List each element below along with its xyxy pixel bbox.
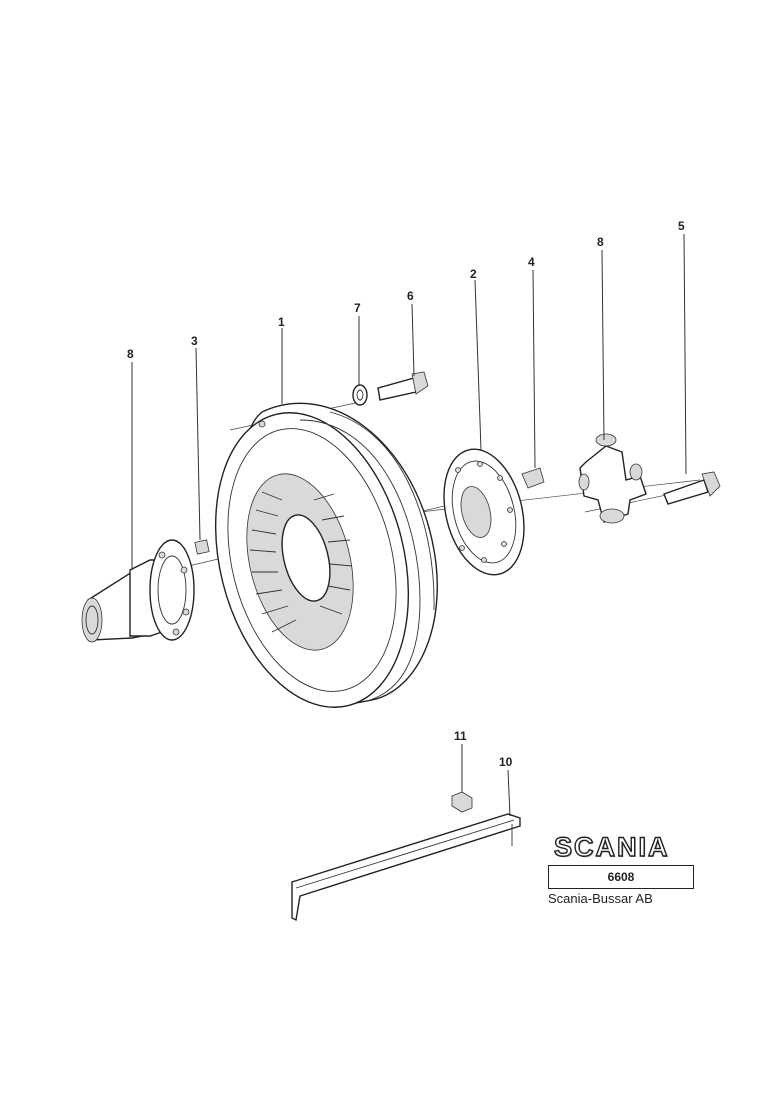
universal-joint-cross-part [578, 433, 647, 524]
document-number: 6608 [548, 865, 694, 889]
bolt-part-6 [377, 371, 429, 401]
callout-11: 11 [454, 729, 467, 743]
callout-5: 5 [678, 219, 685, 233]
bolt-part-4 [521, 467, 545, 489]
nut-part [451, 791, 473, 813]
callout-3: 3 [191, 334, 198, 348]
company-name: Scania-Bussar AB [548, 891, 653, 906]
coupling-wheel-part [214, 402, 438, 708]
callout-4: 4 [528, 255, 535, 269]
pin-part [194, 539, 210, 555]
callout-6: 6 [407, 289, 414, 303]
callout-1: 1 [278, 315, 285, 329]
title-block: SCANIA 6608 Scania-Bussar AB [548, 831, 698, 906]
bolt-part-5 [663, 471, 721, 505]
callout-10: 10 [499, 755, 513, 769]
angle-bracket-part [291, 813, 521, 922]
scania-logo: SCANIA [553, 831, 670, 862]
callout-8-right: 8 [597, 235, 604, 249]
callout-2: 2 [470, 267, 477, 281]
washer-part [352, 384, 368, 406]
flange-disc-part [443, 448, 525, 576]
callout-8-left: 8 [127, 347, 134, 361]
flange-shaft-part [81, 539, 195, 643]
callout-group: 1 2 3 4 5 6 7 8 8 10 11 [127, 219, 687, 817]
callout-7: 7 [354, 301, 361, 315]
